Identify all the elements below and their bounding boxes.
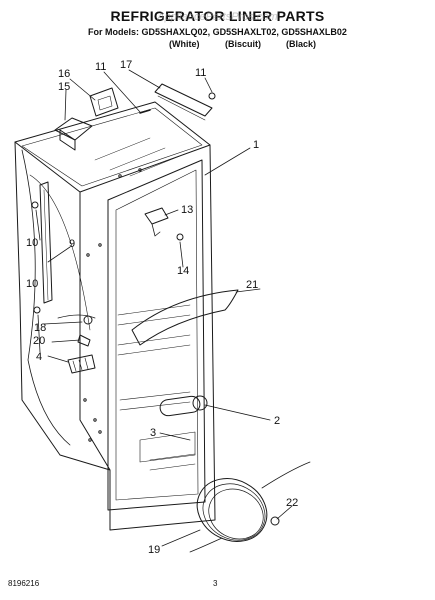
callout-18: 18 [34,322,46,334]
callout-19: 19 [148,544,160,556]
part-10-screws [31,201,41,314]
color-black: (Black) [286,39,317,49]
callout-1: 1 [253,139,259,151]
callout-10-lower: 10 [26,278,38,290]
part-17-rail [154,83,213,121]
callout-2: 2 [274,415,280,427]
watermark: AppliancePartsPros.com [157,11,278,23]
part-15-16-bracket [54,87,119,151]
callout-17: 17 [120,59,132,71]
footer-part-number: 8196216 [8,579,40,588]
callout-22: 22 [286,497,298,509]
callout-20: 20 [33,335,45,347]
part-13-bracket [144,207,169,237]
callouts: 1 2 3 4 9 10 10 11 11 13 14 15 16 17 18 … [26,59,298,556]
part-18-20-sensor [57,314,96,347]
part-14-screw [176,233,184,241]
callout-10-upper: 10 [26,237,38,249]
part-22-fitting [270,516,280,526]
callout-16: 16 [58,68,70,80]
part-21-crisper-cover [131,289,239,346]
liner-body [14,101,216,531]
color-biscuit: (Biscuit) [225,39,261,49]
part-11-screw-left [139,109,151,114]
footer-page-number: 3 [213,579,218,588]
part-2-tube [159,395,208,417]
callout-11-right: 11 [195,67,206,79]
part-4-vent [67,354,96,374]
models-line: For Models: GD5SHAXLQ02, GD5SHAXLT02, GD… [88,27,347,37]
color-white: (White) [169,39,200,49]
callout-21: 21 [246,279,258,291]
callout-4: 4 [36,351,42,363]
callout-11-left: 11 [95,61,106,73]
callout-3: 3 [150,427,156,439]
callout-9: 9 [69,238,75,250]
part-11-screw-right [208,92,216,100]
leader-lines [35,69,293,547]
page-title: REFRIGERATOR LINER PARTS [110,8,325,24]
callout-13: 13 [181,204,193,216]
callout-15: 15 [58,81,70,93]
callout-14: 14 [177,265,189,277]
part-19-tubing-coil [189,461,311,553]
